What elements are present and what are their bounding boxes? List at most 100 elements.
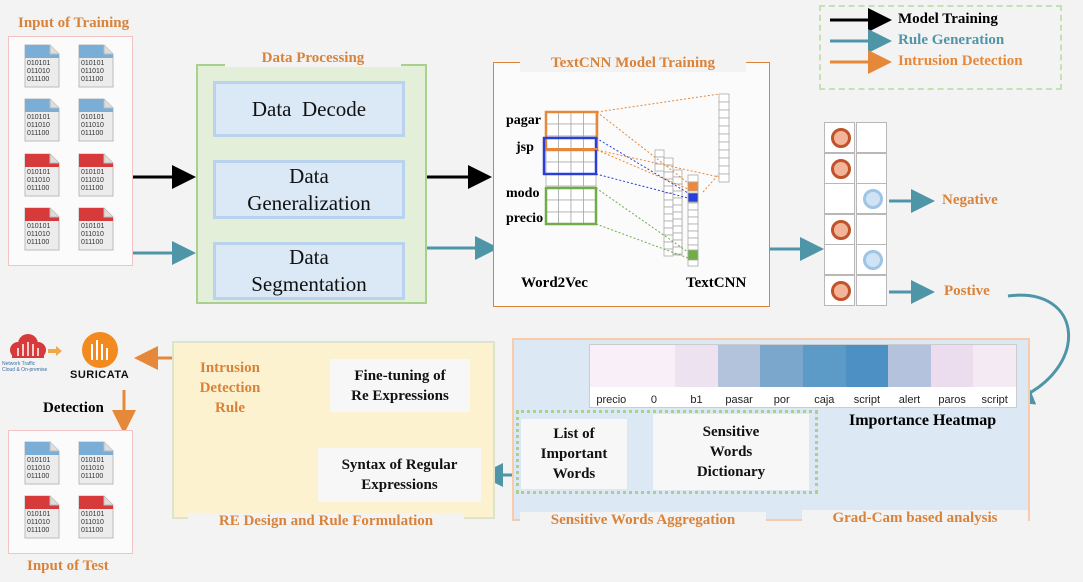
heatmap-cell (675, 345, 718, 387)
file-line: 011010 (27, 519, 50, 526)
file-line: 010101 (81, 60, 105, 67)
conv-cell (672, 197, 683, 206)
file-line: 011100 (27, 185, 50, 192)
detection-label: Detection (43, 400, 104, 416)
file-line: 010101 (27, 223, 51, 230)
negative-label: Negative (942, 192, 998, 208)
file-line: 011100 (81, 473, 104, 480)
embedding-cell (583, 111, 597, 125)
heatmap-cell (717, 345, 761, 387)
file-line: 011010 (27, 231, 50, 238)
conv-cell-orange (687, 181, 699, 192)
pooled-cell (718, 93, 730, 103)
conv-cell (672, 204, 683, 213)
conv-cell (663, 192, 674, 201)
embedding-cell (570, 187, 584, 201)
data-decode-box: Data Decode (213, 81, 405, 137)
file-line: 011010 (81, 68, 104, 75)
conv-cell (687, 237, 699, 246)
textcnn-illustration (542, 93, 730, 267)
finetune-l2: Re Expressions (351, 387, 449, 404)
document-shape (78, 153, 114, 197)
file-line: 010101 (27, 169, 51, 176)
pooled-cell (718, 173, 730, 183)
conv-cell (687, 174, 699, 183)
syntax-l2: Expressions (361, 477, 438, 493)
file-line: 010101 (27, 511, 51, 518)
cloud-caption: Network Traffic Cloud & On-premise (2, 361, 47, 373)
embedding-word: modo (506, 186, 540, 201)
embedding-cell (558, 173, 572, 187)
embedding-cell (570, 149, 584, 163)
conv-cell (663, 199, 674, 208)
heatmap-cell (888, 345, 931, 387)
file-line: 011010 (81, 122, 104, 129)
heatmap-word-label: pasar (725, 394, 753, 406)
output-cell (824, 122, 855, 153)
document-shape (24, 153, 60, 197)
pooled-cell (718, 101, 730, 111)
file-line: 011010 (27, 177, 50, 184)
conv-cell (663, 157, 674, 166)
heatmap-title: Importance Heatmap (849, 412, 997, 429)
output-cell (856, 152, 887, 184)
suricata-logo-icon (82, 332, 118, 368)
heatmap-word-label: alert (898, 394, 921, 406)
file-line: 010101 (81, 511, 105, 518)
output-cell (856, 122, 887, 153)
cloud-arrow-icon (48, 346, 62, 356)
file-line: 011010 (27, 122, 50, 129)
negative-marker-icon (863, 189, 883, 209)
output-cell (856, 244, 887, 275)
legend-box (819, 5, 1062, 90)
conv-cell (687, 216, 699, 225)
embedding-cell (583, 161, 597, 175)
document-shape (78, 44, 114, 88)
textcnn-label: TextCNN (686, 275, 747, 291)
file-line: 011010 (81, 465, 104, 472)
sensitive-aggregation-panel (516, 410, 818, 494)
intrusion-rule-text: Intrusion Detection Rule (182, 358, 278, 418)
embedding-cell (583, 211, 597, 225)
gradcam-title: Grad-Cam based analysis (802, 510, 1028, 527)
document-shape (24, 441, 60, 485)
legend-intrusion-detection: Intrusion Detection (898, 53, 1023, 69)
conv-cell (663, 248, 674, 257)
rule-l3: Rule (215, 400, 245, 416)
conv-cell (654, 149, 665, 158)
output-cell (824, 183, 855, 214)
embedding-cell (570, 211, 584, 225)
output-cell (824, 213, 855, 245)
legend-model-training: Model Training (898, 11, 998, 27)
heatmap-word-label: b1 (690, 394, 703, 406)
sensitive-aggregation-title: Sensitive Words Aggregation (520, 512, 766, 529)
input-training-title: Input of Training (18, 15, 130, 31)
conv-cell (687, 230, 699, 239)
heatmap-cell (632, 345, 676, 387)
embedding-cell (583, 187, 597, 201)
filter-green (544, 186, 598, 226)
legend-rule-generation: Rule Generation (898, 32, 1005, 48)
rule-l1: Intrusion (199, 360, 261, 376)
file-line: 011100 (81, 130, 104, 137)
suricata-wordmark: SURICATA (70, 369, 130, 381)
document-shape (24, 207, 60, 251)
cloud-caption-l1: Network Traffic (2, 361, 36, 367)
file-line: 010101 (81, 114, 105, 121)
data-generalization-l2: Generalization (247, 190, 371, 215)
embedding-word: precio (506, 211, 544, 226)
cloud-icon (10, 334, 46, 358)
positive-marker-icon (831, 280, 851, 301)
conv-cell (663, 220, 674, 229)
file-line: 011100 (81, 185, 104, 192)
conv-cell (672, 218, 683, 227)
dictionary-l3: Dictionary (696, 464, 766, 480)
document-shape (78, 495, 114, 539)
embedding-cell (558, 111, 572, 125)
conv-cell (663, 227, 674, 236)
file-line: 011010 (27, 465, 50, 472)
